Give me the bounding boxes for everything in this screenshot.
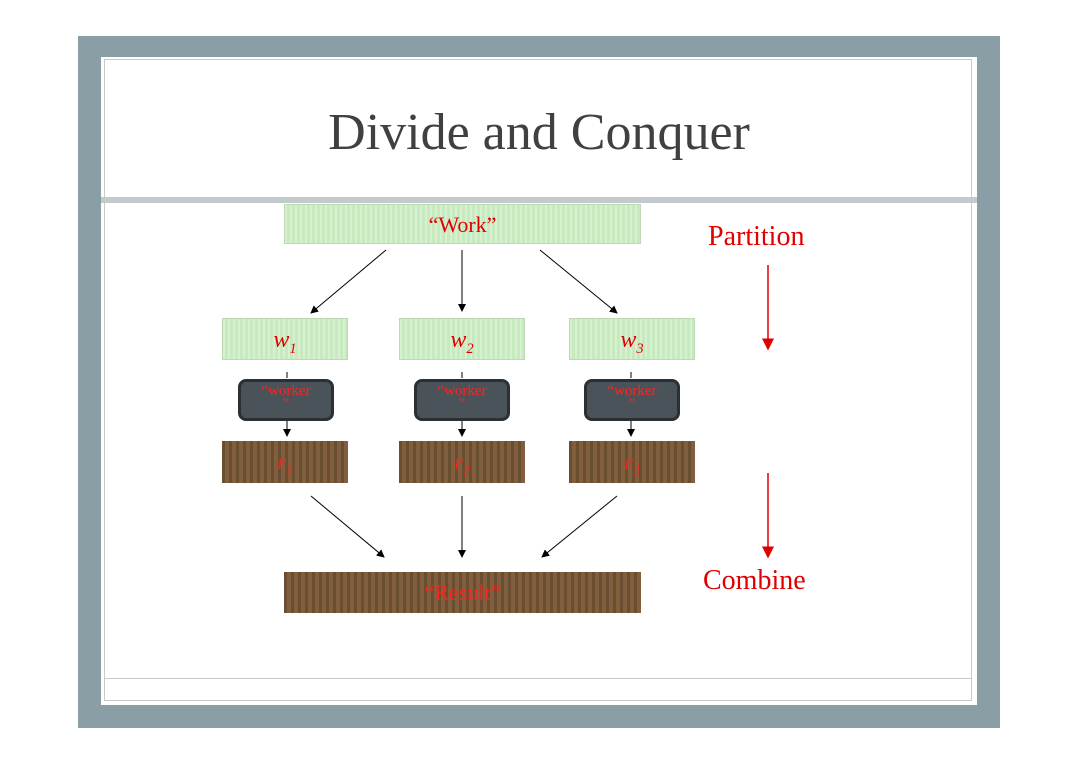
worker-label-line1: “worker [261, 383, 311, 399]
footer-line [104, 678, 972, 679]
worker-box-2: “worker ” [414, 379, 510, 421]
partition-label: Partition [708, 221, 805, 252]
result-item-r3: r3 [569, 441, 695, 483]
result-item-r1: r1 [222, 441, 348, 483]
work-item-subscript: 2 [466, 340, 474, 357]
result-label: “Result” [424, 580, 501, 605]
worker-label-line1: “worker [607, 383, 657, 399]
combine-label: Combine [703, 565, 806, 596]
work-item-subscript: 3 [636, 340, 644, 357]
worker-label-line2: ” [282, 396, 290, 412]
result-item-subscript: 3 [632, 462, 640, 478]
result-item-r2: r2 [399, 441, 525, 483]
result-item-symbol: r [454, 449, 463, 474]
result-box: “Result” [284, 572, 641, 613]
worker-box-3: “worker ” [584, 379, 680, 421]
worker-label-line1: “worker [437, 383, 487, 399]
title-separator [101, 197, 977, 203]
slide-title: Divide and Conquer [328, 104, 750, 161]
result-item-subscript: 1 [285, 462, 293, 478]
result-item-symbol: r [277, 449, 286, 474]
arrow-work-to-w3 [539, 249, 618, 314]
result-item-subscript: 2 [462, 462, 470, 478]
work-item-symbol: w [620, 327, 637, 353]
work-label: “Work” [428, 212, 497, 237]
work-item-symbol: w [273, 327, 290, 353]
worker-label-line2: ” [458, 396, 466, 412]
arrow-r1-to-result [310, 495, 385, 558]
work-item-symbol: w [450, 327, 467, 353]
work-box: “Work” [284, 204, 641, 244]
worker-box-1: “worker ” [238, 379, 334, 421]
work-item-w3: w3 [569, 318, 695, 360]
arrow-r3-to-result [541, 495, 618, 558]
work-item-w1: w1 [222, 318, 348, 360]
work-item-w2: w2 [399, 318, 525, 360]
arrow-work-to-w1 [310, 249, 387, 314]
work-item-subscript: 1 [289, 340, 297, 357]
result-item-symbol: r [624, 449, 633, 474]
worker-label-line2: ” [628, 396, 636, 412]
